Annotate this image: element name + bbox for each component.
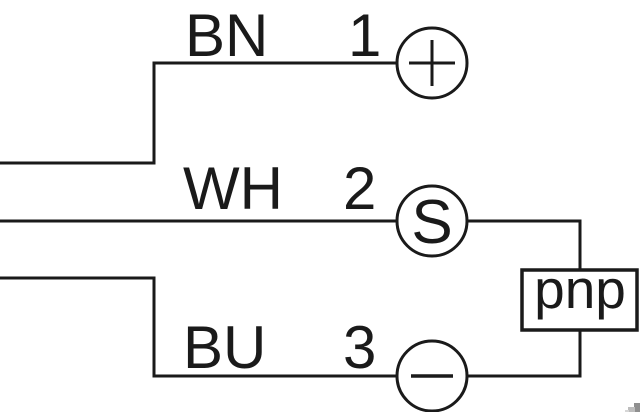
bu-wire [0, 276, 397, 378]
pnp-box [520, 268, 639, 332]
pin-2-label: 2 [343, 155, 376, 222]
signal-terminal-circle [395, 184, 469, 258]
bn-wire [0, 61, 397, 165]
pin-1-label: 1 [348, 2, 381, 69]
signal-to-pnp-wire [467, 219, 582, 270]
pnp-to-minus-wire [467, 330, 582, 378]
pnp-label: pnp [534, 258, 626, 320]
bn-label: BN [185, 2, 268, 69]
pin-3-label: 3 [343, 314, 376, 381]
watermark-mark [625, 403, 640, 412]
signal-terminal-letter: S [411, 188, 452, 257]
bu-label: BU [183, 314, 266, 381]
wh-label: WH [183, 155, 283, 222]
plus-icon [409, 40, 455, 86]
